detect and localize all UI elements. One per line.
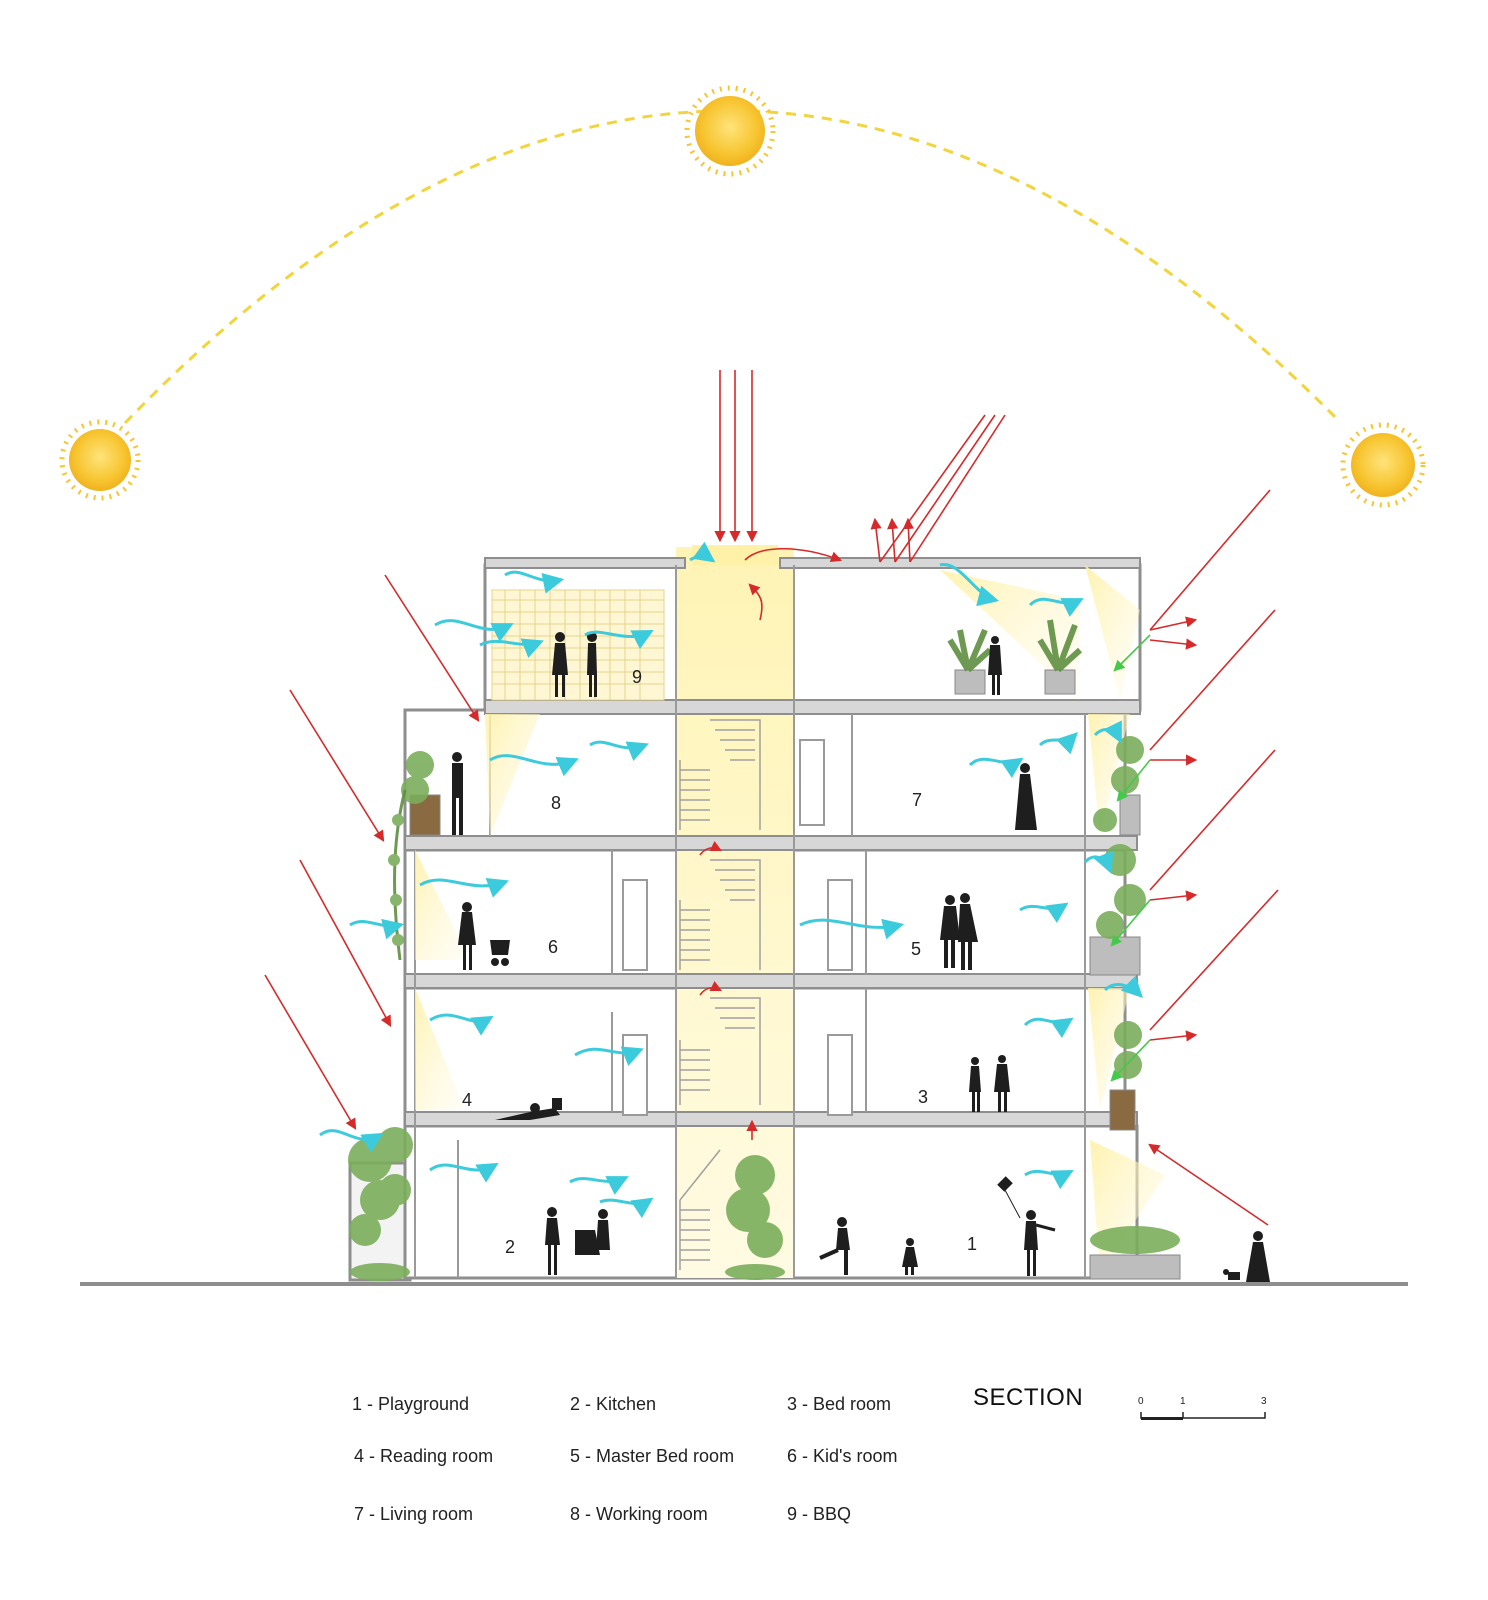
scale-tick-0: 0: [1138, 1396, 1144, 1407]
stair: [679, 719, 761, 1270]
light-well-skylight: [692, 545, 778, 565]
legend-item-master-bed-room: 5 - Master Bed room: [570, 1446, 735, 1466]
airflow-arrow-icon: [319, 541, 1143, 1219]
legend-item-reading-room: 4 - Reading room: [354, 1446, 494, 1466]
room-number-8: 8: [551, 793, 561, 813]
legend-item-living-room: 7 - Living room: [354, 1504, 474, 1524]
section-title: SECTION: [973, 1384, 1084, 1411]
light-well: [676, 547, 794, 1278]
room-number-5: 5: [911, 939, 921, 959]
legend-item-kids-room: 6 - Kid's room: [787, 1446, 898, 1466]
ground-line: [80, 1282, 1408, 1286]
legend-item-bed-room: 3 - Bed room: [787, 1394, 892, 1414]
sun-icon: [684, 85, 776, 177]
room-number-3: 3: [918, 1087, 928, 1107]
legend-item-playground: 1 - Playground: [352, 1394, 470, 1414]
legend-item-bbq: 9 - BBQ: [787, 1504, 852, 1524]
scale-tick-1: 1: [1180, 1396, 1186, 1407]
room-number-7: 7: [912, 790, 922, 810]
room-number-1: 1: [967, 1234, 977, 1254]
room-number-2: 2: [505, 1237, 515, 1257]
legend-item-working-room: 8 - Working room: [570, 1504, 708, 1524]
side-planters: [409, 669, 1181, 1280]
light-beams: [415, 565, 1165, 1275]
reflected-light-arrow-icon: [1110, 634, 1151, 1082]
sun-ray-arrow-icon: [264, 370, 1279, 1226]
legend-item-kitchen: 2 - Kitchen: [570, 1394, 657, 1414]
scale-tick-3: 3: [1261, 1396, 1267, 1407]
sun-path-arc: [123, 109, 1340, 425]
sun-icon: [1340, 422, 1426, 508]
plant-icon: [348, 619, 1180, 1281]
sun-icon: [59, 419, 141, 501]
room-number-6: 6: [548, 937, 558, 957]
room-number-4: 4: [462, 1090, 472, 1110]
scale-bar: 0 1 3: [1138, 1396, 1267, 1420]
room-number-9: 9: [632, 667, 642, 687]
floor-slabs: [404, 557, 1141, 1127]
person-silhouette-icon: [452, 632, 1270, 1282]
